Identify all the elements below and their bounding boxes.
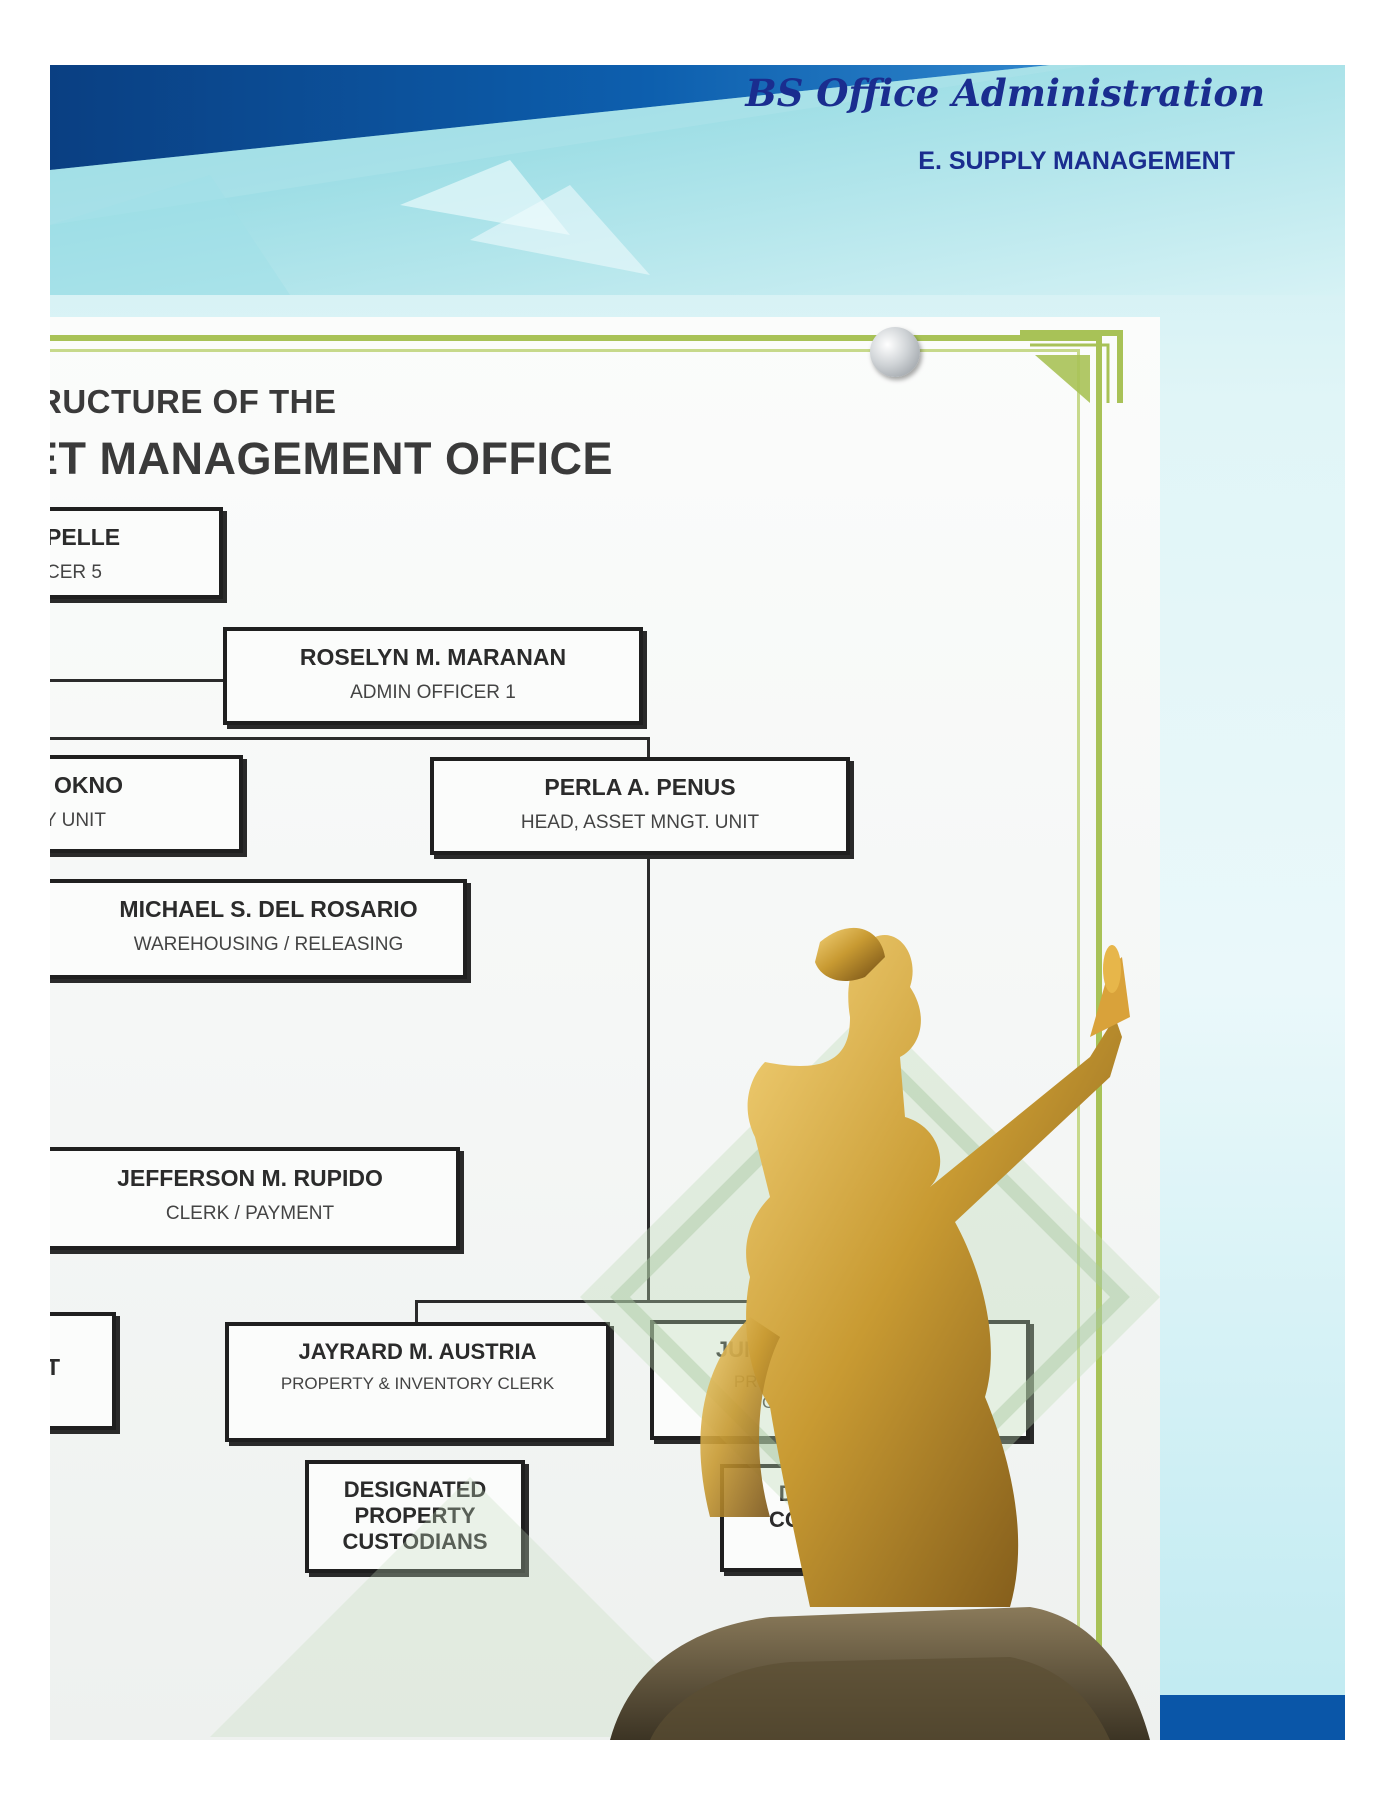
box-name: JUNE CAESAR NATAYA bbox=[715, 1337, 965, 1362]
box-position: HEAD, ASSET MNGT. UNIT bbox=[520, 812, 760, 833]
org-box-perla: PERLA A. PENUS HEAD, ASSET MNGT. UNIT bbox=[430, 757, 850, 855]
org-chart-image: RUCTURE OF THE ET MANAGEMENT OFFICE PELL… bbox=[50, 317, 1160, 1740]
org-box-cut-left: T bbox=[50, 1312, 116, 1430]
top-banner-graphic bbox=[50, 65, 1345, 295]
org-box-roselyn: ROSELYN M. MARANAN ADMIN OFFICER 1 bbox=[223, 627, 643, 725]
box-name: PELLE bbox=[50, 524, 121, 550]
box-name: DISPOSAL COMMITTEE bbox=[769, 1481, 901, 1532]
header-title: BS Office Administration bbox=[745, 71, 1265, 115]
connector-line bbox=[415, 1300, 835, 1303]
org-box-jayrard: JAYRARD M. AUSTRIA PROPERTY & INVENTORY … bbox=[225, 1322, 610, 1442]
pushpin-icon bbox=[870, 327, 920, 377]
box-name: PERLA A. PENUS bbox=[544, 774, 736, 800]
box-position: ADMIN OFFICER 1 bbox=[350, 682, 516, 703]
box-name: T bbox=[50, 1354, 61, 1380]
box-name: ROSELYN M. MARANAN bbox=[299, 644, 567, 670]
box-name: JEFFERSON M. RUPIDO bbox=[117, 1165, 383, 1191]
org-box-okno: OKNO Y UNIT bbox=[50, 755, 243, 853]
box-name: OKNO bbox=[54, 772, 123, 798]
org-box-jefferson: JEFFERSON M. RUPIDO CLERK / PAYMENT bbox=[50, 1147, 460, 1250]
org-box-pelle: PELLE CER 5 bbox=[50, 507, 223, 599]
connector-line bbox=[647, 737, 650, 1302]
chart-heading-line1: RUCTURE OF THE bbox=[50, 383, 337, 420]
slide-background: BS Office Administration E. SUPPLY MANAG… bbox=[50, 65, 1345, 1740]
box-position: CLERK / PAYMENT bbox=[165, 1203, 335, 1224]
chart-heading-line2: ET MANAGEMENT OFFICE bbox=[50, 433, 613, 484]
box-position: WAREHOUSING / RELEASING bbox=[133, 934, 404, 955]
box-name: MICHAEL S. DEL ROSARIO bbox=[119, 896, 418, 922]
header-subtitle: E. SUPPLY MANAGEMENT bbox=[918, 147, 1235, 175]
box-position: PROPERTY & INVENTORY CLERK / DISPOSAL bbox=[733, 1372, 947, 1412]
org-box-june: JUNE CAESAR NATAYA PROPERTY & INVENTORY … bbox=[650, 1320, 1030, 1440]
bottom-blue-bar bbox=[1155, 1695, 1345, 1740]
box-position: Y UNIT bbox=[50, 810, 106, 831]
connector-line bbox=[50, 679, 225, 682]
box-position: PROPERTY & INVENTORY CLERK bbox=[280, 1374, 555, 1393]
box-name: JAYRARD M. AUSTRIA bbox=[298, 1339, 537, 1364]
box-position: CER 5 bbox=[50, 562, 102, 583]
connector-line bbox=[415, 1300, 418, 1322]
connector-line bbox=[50, 737, 650, 740]
org-box-custodians: DESIGNATED PROPERTY CUSTODIANS bbox=[305, 1460, 525, 1573]
frame-corner-ornament bbox=[1020, 330, 1123, 403]
connector-line bbox=[832, 1300, 835, 1322]
org-box-michael: MICHAEL S. DEL ROSARIO WAREHOUSING / REL… bbox=[50, 879, 467, 979]
org-box-disposal-committee: DISPOSAL COMMITTEE bbox=[720, 1464, 950, 1572]
box-name: DESIGNATED PROPERTY CUSTODIANS bbox=[342, 1477, 488, 1554]
